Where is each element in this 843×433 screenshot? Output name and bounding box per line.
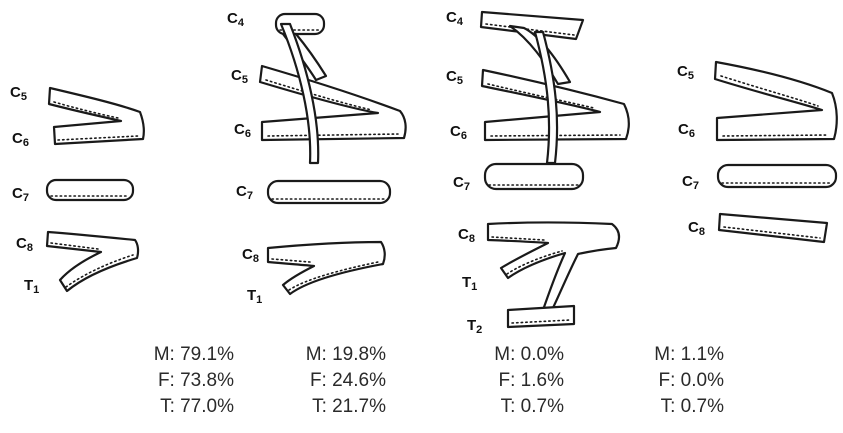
label-p2-c7: C7 — [236, 183, 253, 202]
panel-4-stat-m: M: 1.1% — [628, 342, 724, 368]
label-p3-c4: C4 — [446, 9, 464, 28]
panel-3-stat-f: F: 1.6% — [468, 368, 564, 394]
panel-3-stat-t: T: 0.7% — [468, 394, 564, 420]
panel-2-stat-t: T: 21.7% — [282, 394, 386, 420]
label-p1-c8: C8 — [16, 235, 33, 254]
panel-3-drawing — [481, 12, 629, 327]
label-p3-c7: C7 — [453, 174, 470, 193]
panel-1-c7-root — [47, 180, 133, 200]
label-p3-t1: T1 — [462, 274, 477, 293]
panel-2-stat-f: F: 24.6% — [282, 368, 386, 394]
panel-4-stat-f: F: 0.0% — [628, 368, 724, 394]
panel-1-c8-t1-trunk — [47, 232, 138, 291]
panel-4-stats: M: 1.1% F: 0.0% T: 0.7% — [628, 342, 724, 420]
label-p3-t2: T2 — [467, 317, 482, 336]
panel-1-stat-m: M: 79.1% — [130, 342, 234, 368]
panel-3-stats: M: 0.0% F: 1.6% T: 0.7% — [468, 342, 564, 420]
label-p4-c6: C6 — [678, 121, 695, 140]
label-p3-c8: C8 — [458, 226, 475, 245]
label-p1-t1: T1 — [24, 277, 39, 296]
panel-2-drawing — [260, 14, 406, 294]
panel-2-stats: M: 19.8% F: 24.6% T: 21.7% — [282, 342, 386, 420]
label-p4-c5: C5 — [677, 63, 694, 82]
panel-1-drawing — [47, 88, 144, 291]
label-p4-c8: C8 — [688, 219, 705, 238]
label-p2-c4: C4 — [227, 10, 245, 29]
panel-1-stat-f: F: 73.8% — [130, 368, 234, 394]
panel-4-stat-t: T: 0.7% — [628, 394, 724, 420]
label-p2-c8: C8 — [242, 246, 259, 265]
panel-1-c5-c6-trunk — [49, 88, 144, 144]
panel-3-t2-root — [508, 306, 574, 327]
label-p1-c7: C7 — [12, 185, 29, 204]
panel-1-stats: M: 79.1% F: 73.8% T: 77.0% — [130, 342, 234, 420]
label-p1-c6: C6 — [12, 130, 29, 149]
label-p2-t1: T1 — [247, 287, 262, 306]
panel-4-drawing — [715, 62, 837, 242]
label-p2-c5: C5 — [231, 67, 248, 86]
label-p3-c5: C5 — [446, 68, 463, 87]
panel-3-stat-m: M: 0.0% — [468, 342, 564, 368]
label-p2-c6: C6 — [234, 121, 251, 140]
panel-2-c5-c6-trunk — [260, 66, 406, 140]
panel-3-c8-t1-trunk — [488, 223, 619, 313]
label-p3-c6: C6 — [450, 123, 467, 142]
panel-1-stat-t: T: 77.0% — [130, 394, 234, 420]
panel-2-c8-t1-trunk — [268, 242, 385, 294]
panel-4-c5-c6-trunk — [715, 62, 837, 140]
label-p1-c5: C5 — [10, 84, 27, 103]
panel-2-stat-m: M: 19.8% — [282, 342, 386, 368]
label-p4-c7: C7 — [682, 173, 699, 192]
